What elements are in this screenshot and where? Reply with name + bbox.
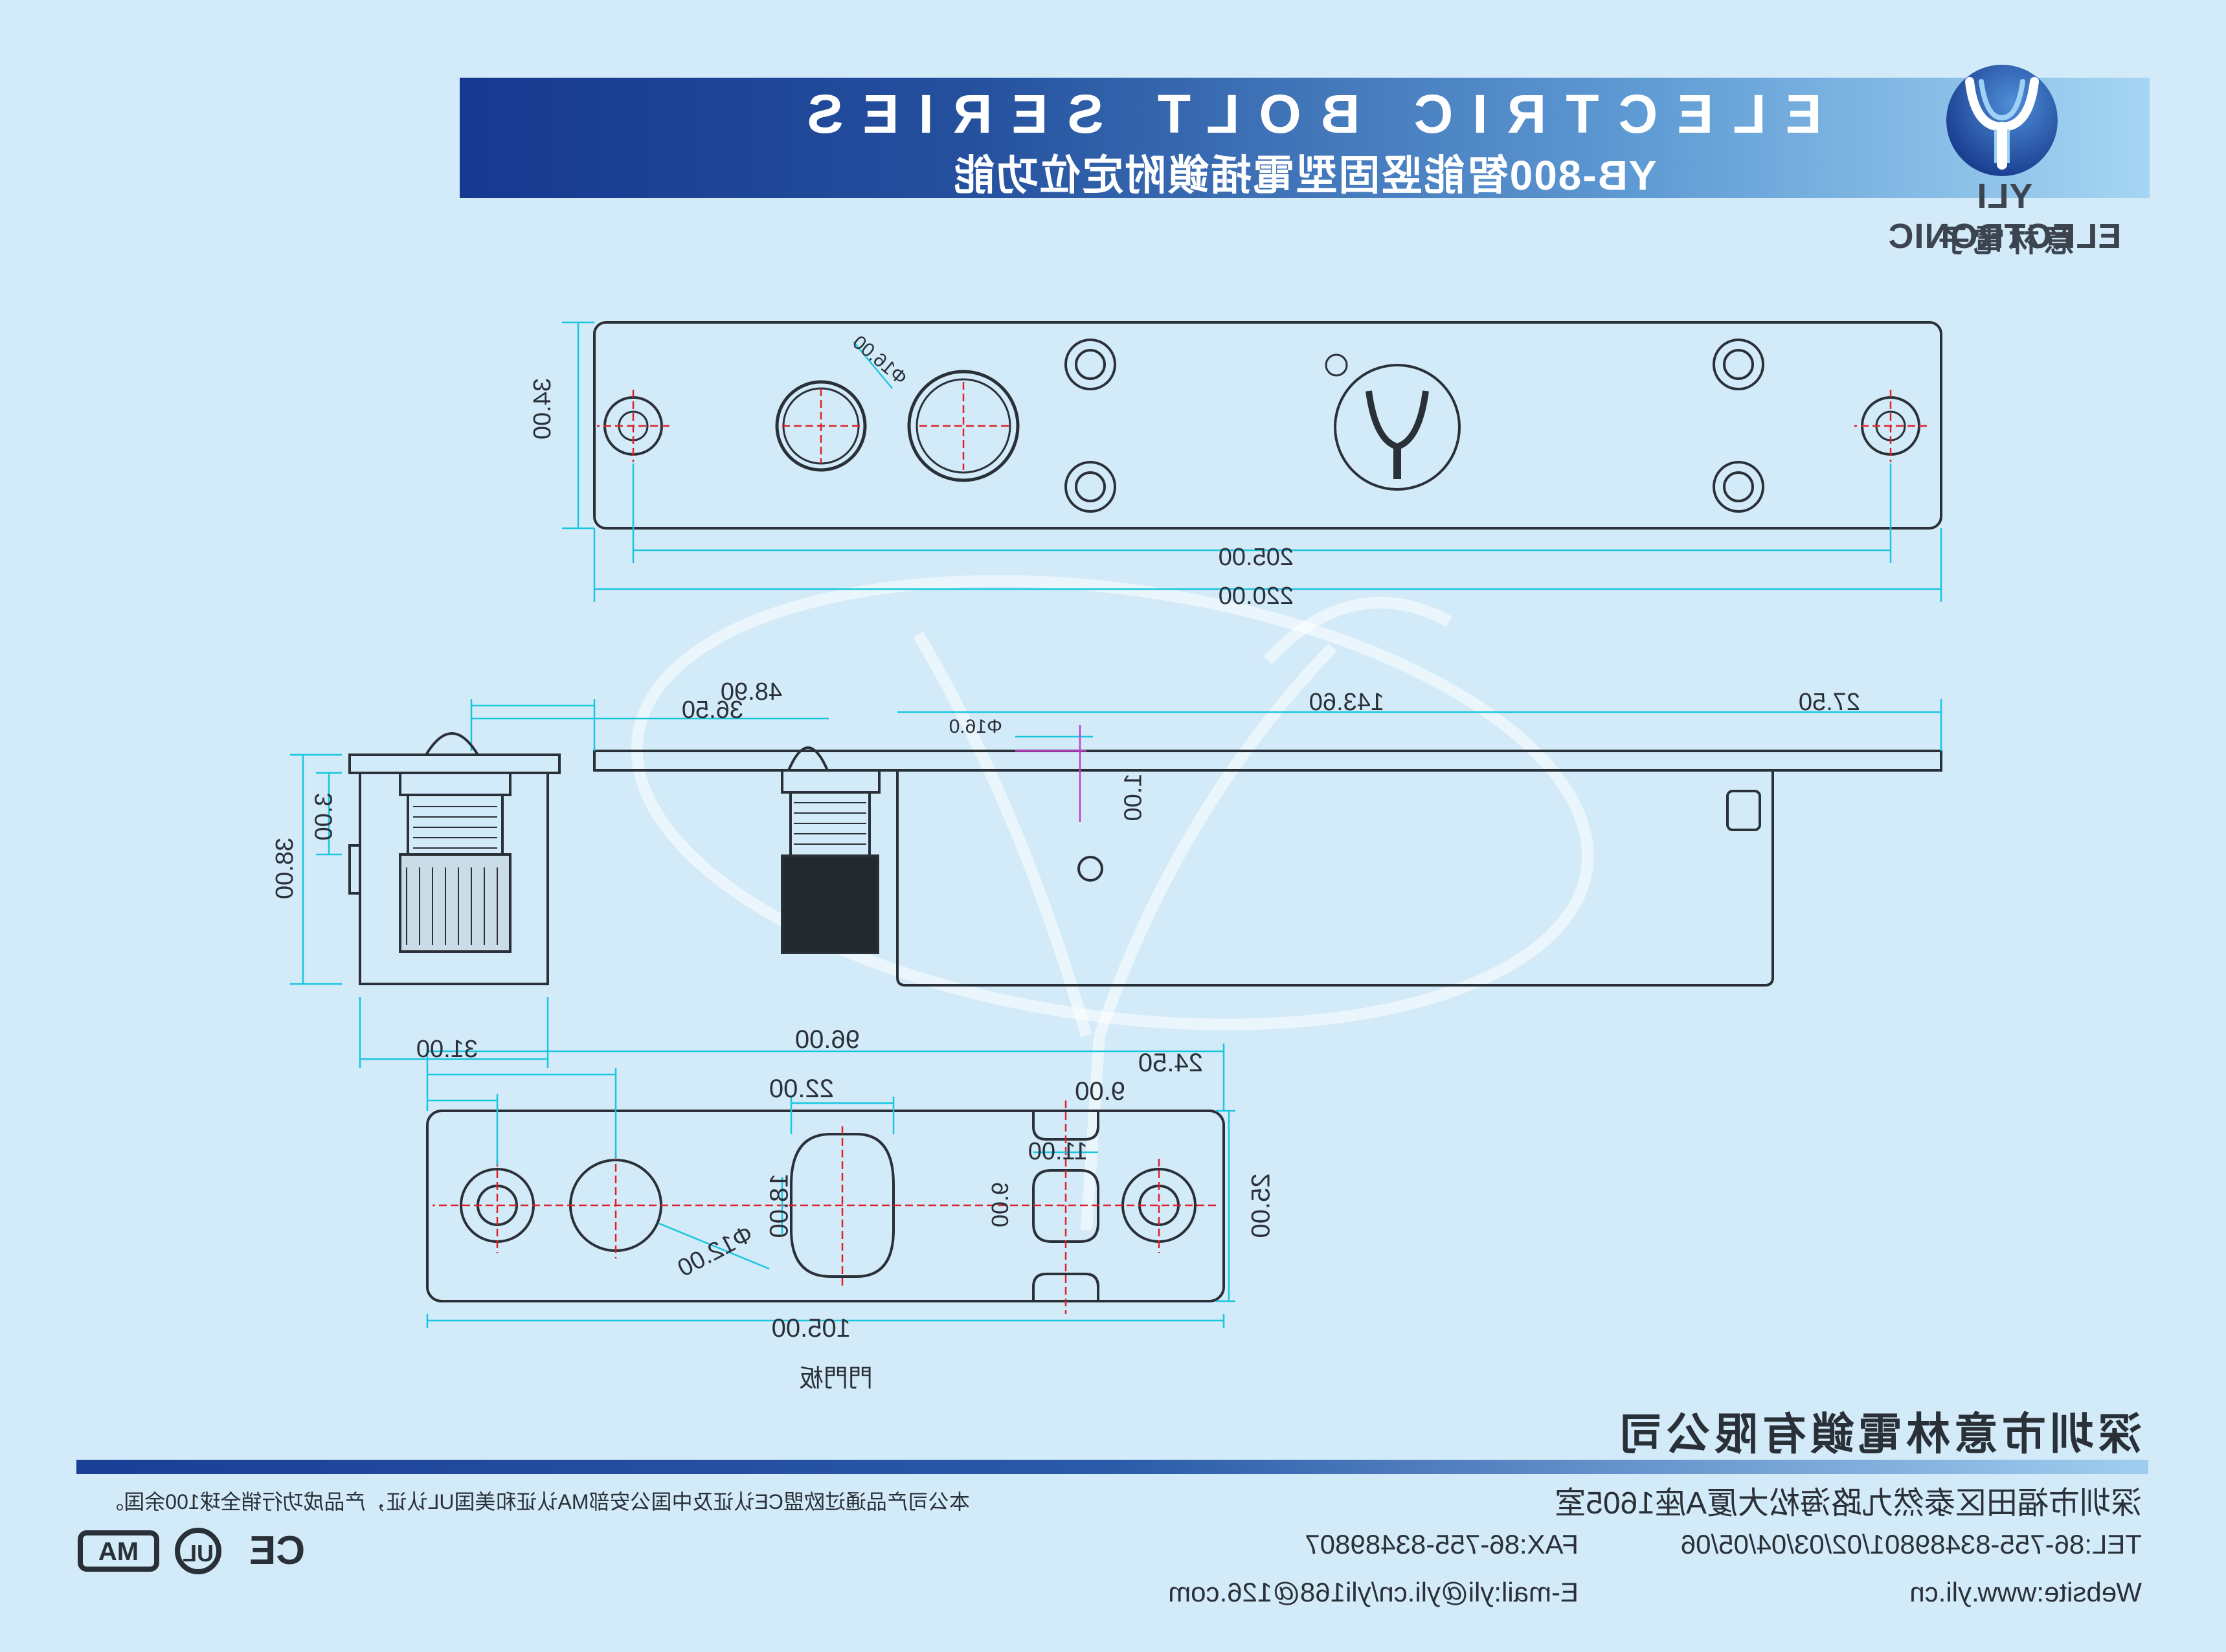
dim-plate-height: 25.00: [1246, 1173, 1276, 1238]
dim-top-hole-span: 205.00: [1218, 544, 1294, 571]
side-knob: [781, 746, 881, 954]
bolt-hole-large: [907, 370, 1020, 482]
dim-top-height: 34.00: [528, 377, 556, 440]
company-fax: FAX:86-755-83489807: [1305, 1529, 1579, 1559]
side-plate-outline: [593, 750, 1942, 772]
company-website[interactable]: Website:www.yli.cn: [1909, 1577, 2142, 1607]
dim-top-length: 220.00: [1218, 583, 1294, 610]
dim-plate-small-w: 11.00: [1028, 1138, 1088, 1165]
company-tel: TEL:86-755-83489801/02/03/04/05/06: [1680, 1529, 2142, 1559]
footer-rule: [76, 1460, 2148, 1474]
dim-plate-length: 105.00: [771, 1314, 851, 1343]
watermark-logo: [631, 575, 1594, 1231]
strike-plate-outline: [426, 1110, 1225, 1302]
side-view: [470, 699, 1942, 987]
dim-side-small: 1.00: [1119, 773, 1147, 821]
cert-marks: UL MA CE: [78, 1528, 305, 1574]
ma-mark-icon: MA: [98, 1537, 139, 1566]
top-plate-outline: [593, 321, 1942, 530]
dim-side-dia: Φ16.0: [949, 716, 1002, 737]
strike-plate: [426, 1044, 1235, 1328]
company-name: 深圳市意林電鎖有限公司: [1614, 1410, 2142, 1459]
mount-hole-right: [597, 390, 669, 462]
mount-hole-left: [1854, 390, 1927, 462]
plate-logo-icon: [1325, 353, 1461, 491]
top-view: [562, 321, 1942, 602]
bolt-body-outline: [896, 770, 1774, 987]
dim-side-b: 36.50: [681, 697, 743, 724]
dim-end-height: 38.00: [271, 837, 298, 900]
dim-plate-total: 96.00: [794, 1025, 860, 1054]
ul-mark-icon: UL: [183, 1540, 214, 1567]
end-view: [348, 732, 561, 985]
dim-plate-slot-w: 22.00: [769, 1075, 834, 1103]
plate-caption: 門門板: [798, 1365, 873, 1392]
ce-mark-icon: CE: [249, 1528, 305, 1573]
dim-side-c: 143.60: [1309, 689, 1384, 716]
dim-end-width: 31.00: [416, 1036, 478, 1063]
strike-slot: [790, 1133, 895, 1278]
brand-logo-icon: [1946, 65, 2058, 176]
dim-top-hole-dia: Φ16.00: [848, 331, 912, 390]
company-address: 深圳市福田区泰然九路海松大厦A座1605室: [1555, 1486, 2142, 1521]
dim-plate-small-h: 9.00: [986, 1181, 1013, 1228]
company-email[interactable]: E-mail:yli@yli.cn/yli168@126.com: [1168, 1577, 1579, 1607]
dim-plate-b: 9.00: [1075, 1077, 1125, 1106]
dim-plate-a: 24.50: [1138, 1049, 1203, 1077]
certification-text: 本公司产品通过欧盟CE认证及中国公安部MA认证和美国UL认证，产品成功行销全球1…: [103, 1490, 970, 1513]
bolt-hole-small: [775, 380, 867, 472]
dim-side-d: 27.50: [1798, 689, 1860, 716]
dim-end-inner: 3.00: [310, 792, 338, 841]
dim-plate-slot-h: 18.00: [765, 1173, 794, 1238]
dim-plate-hole-dia: Φ12.00: [673, 1220, 758, 1283]
torx-screws: [1064, 339, 1764, 513]
